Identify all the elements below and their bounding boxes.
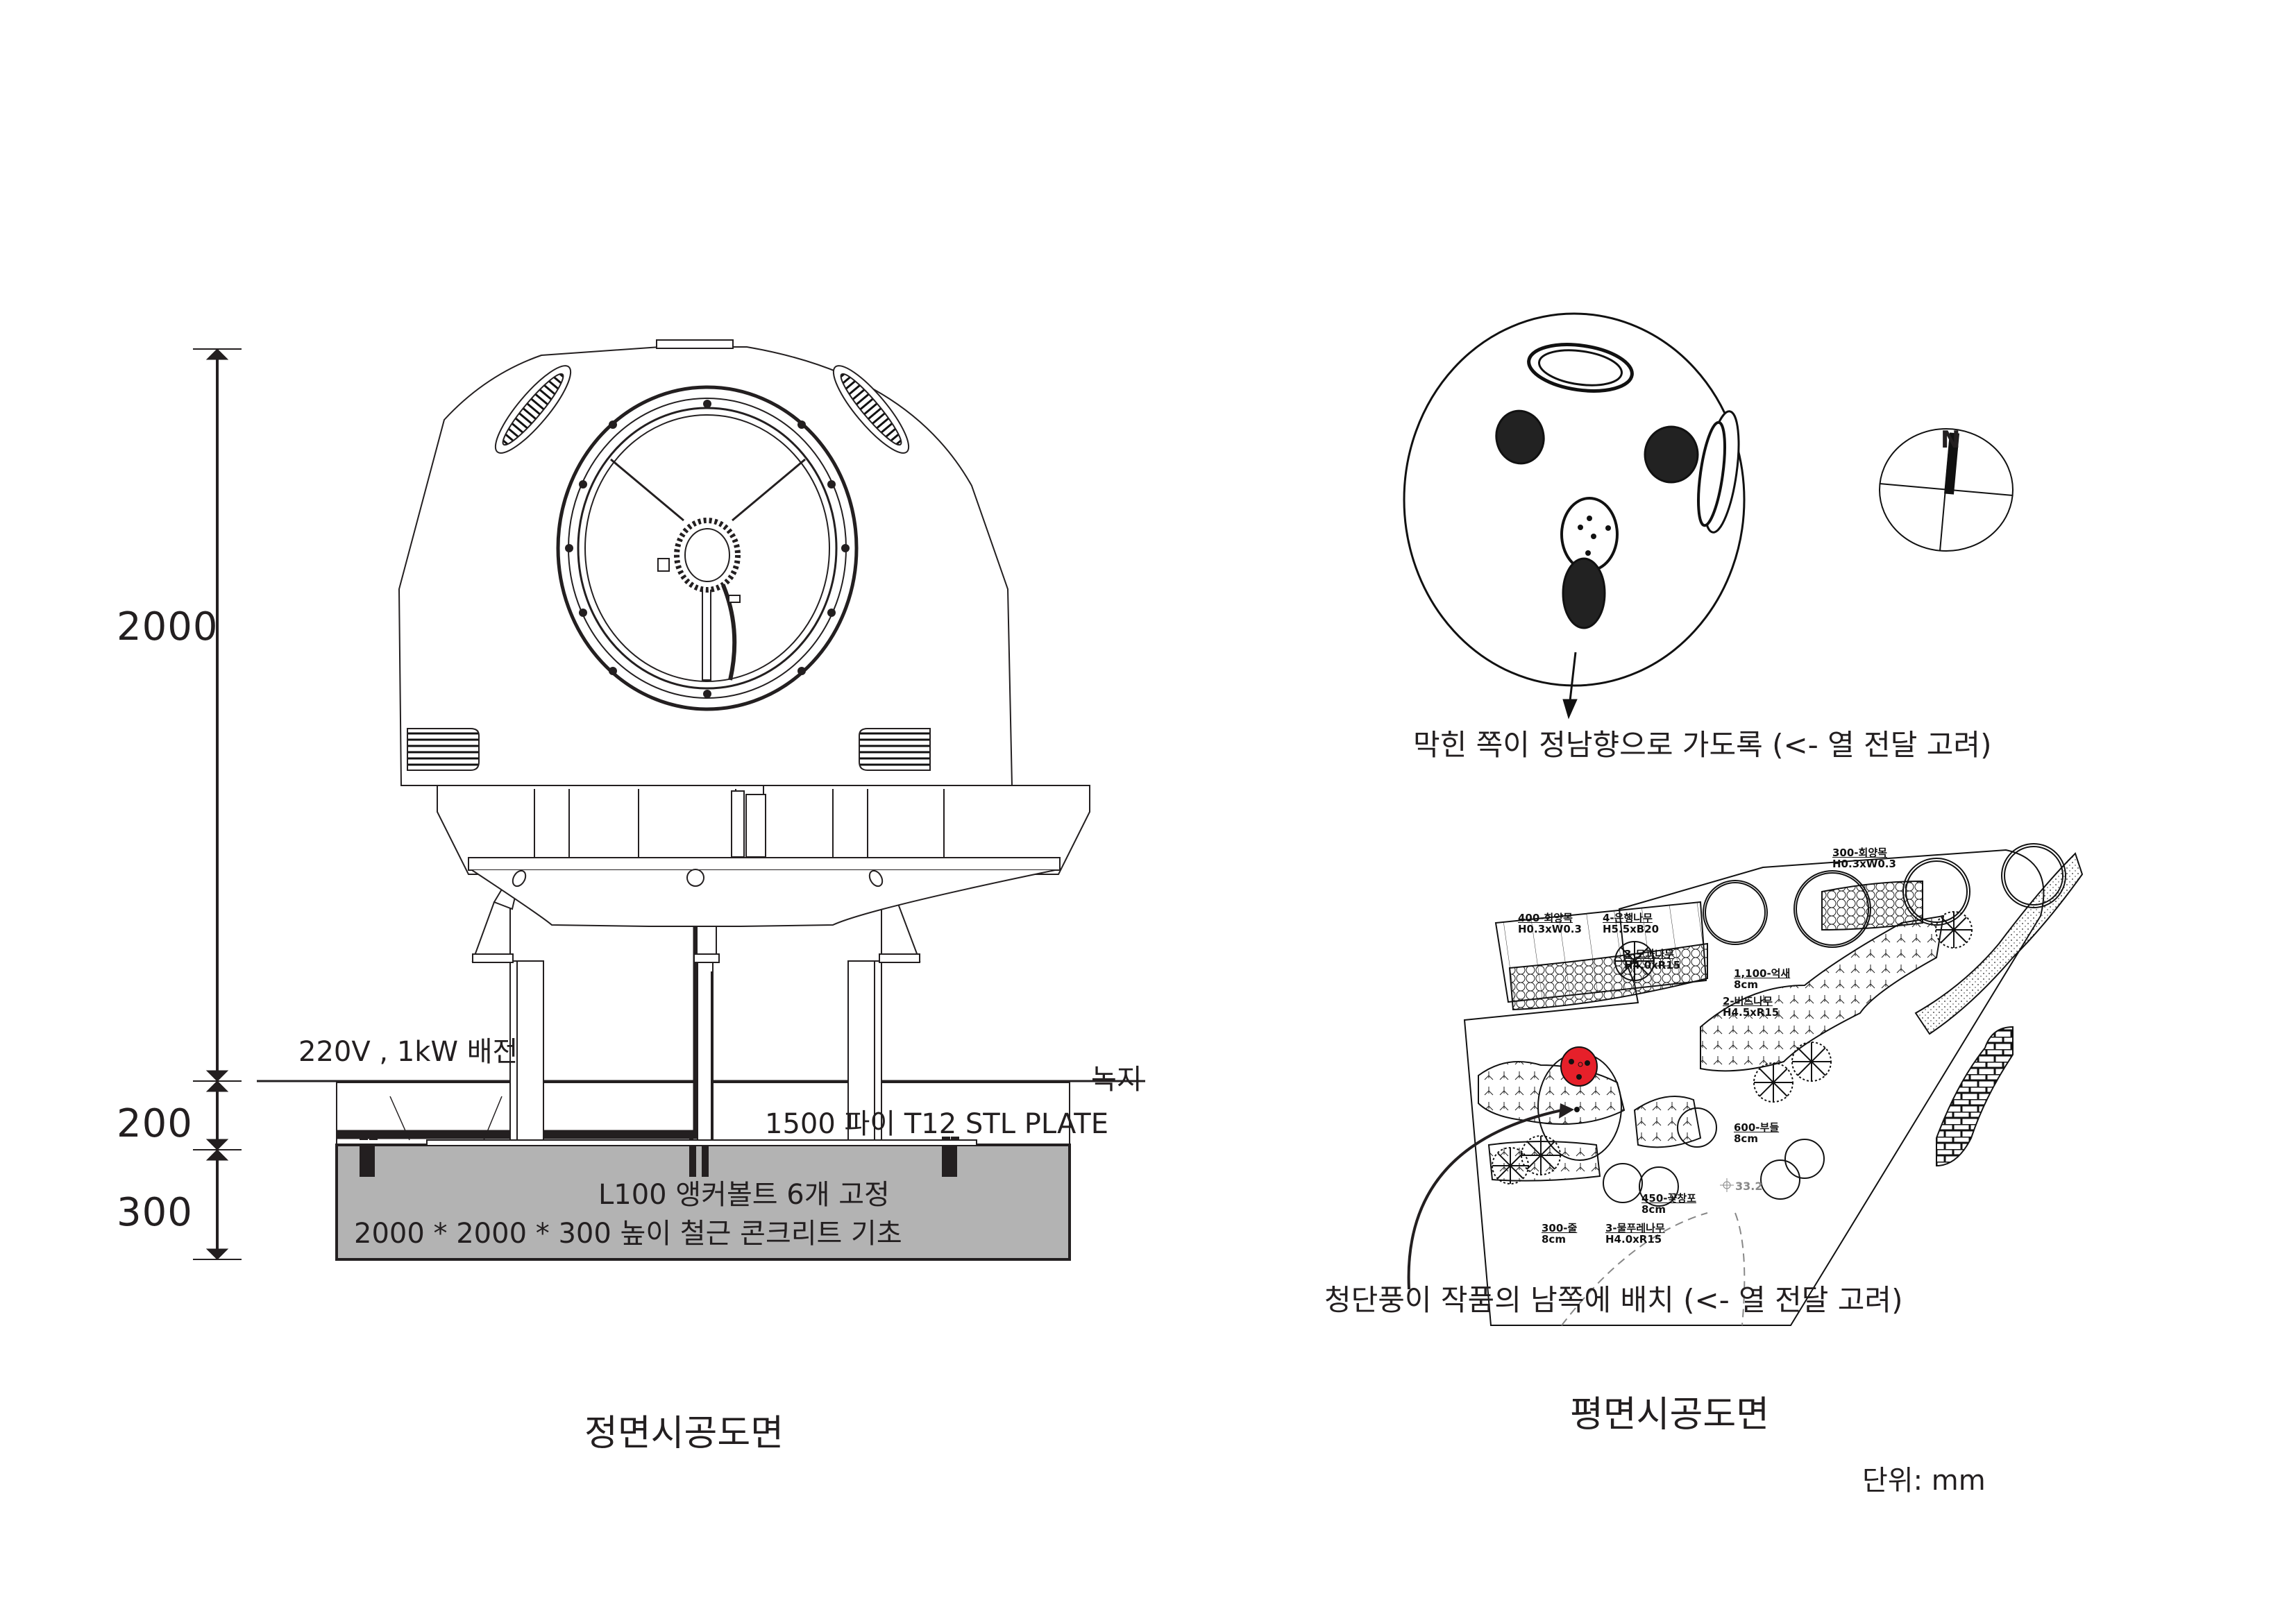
dimension-label-300: 300 [117,1190,193,1235]
base-skirt [437,785,1090,927]
spot-elevation-label: 33.2 [1735,1180,1763,1193]
sculpture-plan-view [1403,312,1746,687]
steel-plate-note: 1500 파이 T12 STL PLATE [765,1108,1108,1140]
anchor-bolt-note: L100 앵커볼트 6개 고정 [598,1179,890,1211]
steel-plate [426,1139,977,1146]
arrow-head [205,348,229,360]
placement-arrow [1407,1103,1574,1290]
dimension-line [193,348,242,1260]
sculpture-body [398,339,1013,786]
sculpture-location-marker [1560,1046,1598,1087]
tree-symbols [1492,911,1973,1184]
north-label: N [1941,426,1961,454]
support-legs [389,876,921,1141]
elevation-title: 정면시공도면 [584,1413,784,1454]
vent-dots [1578,516,1611,556]
power-supply-note: 220V , 1kW 배전 [298,1036,518,1068]
south-arrow [1562,652,1578,720]
dimension-label-2000: 2000 [117,604,219,649]
ground-label: 녹지 [1091,1064,1142,1096]
unit-label: 단위: mm [1862,1465,1986,1497]
north-compass [1879,428,2014,552]
placement-note: 청단풍이 작품의 남쪽에 배치 (<- 열 전달 고려) [1324,1283,1903,1317]
plan-title: 평면시공도면 [1570,1394,1770,1436]
orientation-note: 막힌 쪽이 정남향으로 가도록 (<- 열 전달 고려) [1413,728,1992,762]
dimension-label-200: 200 [117,1101,193,1146]
spot-elevation-marker [1720,1178,1734,1192]
foundation-note: 2000 * 2000 * 300 높이 철근 콘크리트 기초 [354,1218,902,1250]
porthole-bolts [565,400,850,698]
site-plan [1463,843,2084,1326]
